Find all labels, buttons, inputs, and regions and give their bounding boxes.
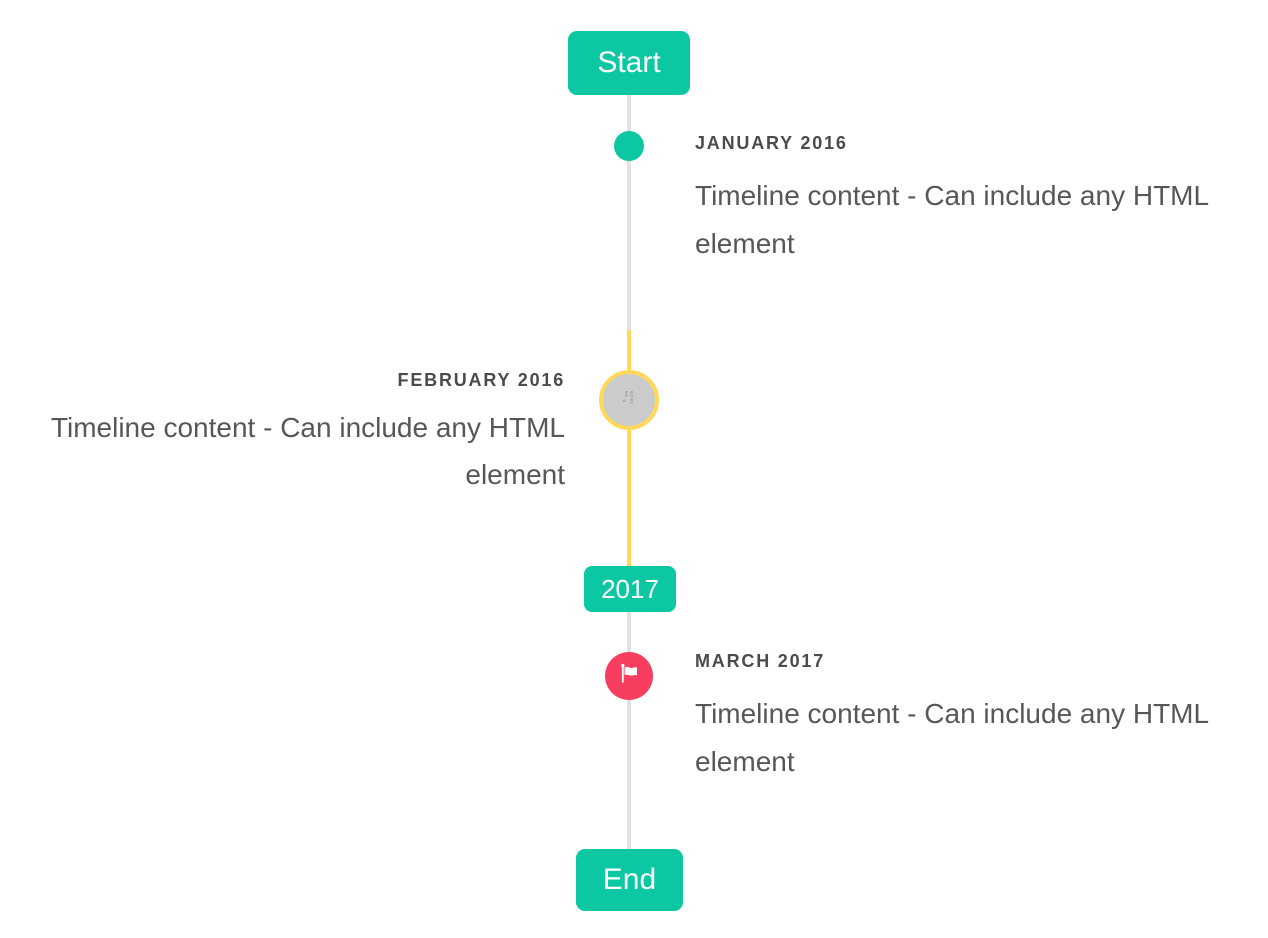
event-content-january-2016: Timeline content - Can include any HTML … (695, 180, 1209, 259)
timeline-end-badge: End (576, 849, 683, 911)
event-marker-dot (614, 131, 644, 161)
timeline-line-highlight-segment (627, 330, 631, 566)
event-marker-flag-circle (605, 652, 653, 700)
timeline-year-badge: 2017 (584, 566, 676, 612)
event-date-january-2016: JANUARY 2016 (695, 133, 848, 153)
event-marker-image-circle (599, 370, 659, 430)
event-date-march-2017: MARCH 2017 (695, 651, 826, 671)
event-content-march-2017: Timeline content - Can include any HTML … (695, 698, 1209, 777)
timeline-start-badge: Start (568, 31, 690, 95)
event-content-february-2016: Timeline content - Can include any HTML … (50, 412, 565, 490)
event-date-february-2016: FEBRUARY 2016 (397, 370, 565, 390)
image-placeholder-icon (621, 390, 638, 410)
flag-icon (617, 662, 641, 691)
